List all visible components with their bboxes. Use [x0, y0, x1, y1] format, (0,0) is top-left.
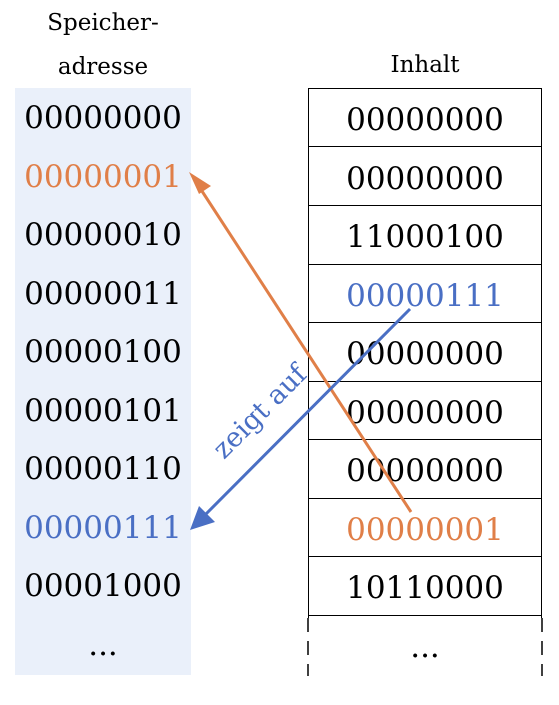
- content-cell: 11000100: [346, 219, 504, 255]
- address-cell: 00001000: [24, 568, 182, 604]
- row-divider: [308, 322, 542, 323]
- address-header-line1: Speicher-: [47, 10, 159, 36]
- content-cell: 00000000: [346, 161, 504, 197]
- address-header-line2: adresse: [57, 54, 149, 80]
- address-cell: 00000000: [24, 100, 182, 136]
- content-cell: 00000000: [346, 395, 504, 431]
- content-cell: 00000000: [346, 453, 504, 489]
- row-divider: [308, 556, 542, 557]
- blue-arrow: [200, 307, 412, 520]
- orange-arrow: [196, 184, 413, 513]
- content-cell: 00000000: [346, 336, 504, 372]
- address-column: [15, 88, 191, 675]
- address-cell-highlight-blue: 00000111: [24, 510, 182, 546]
- content-cell-highlight-blue: 00000111: [346, 278, 504, 314]
- row-divider: [308, 264, 542, 265]
- arrow-label: zeigt auf: [207, 358, 315, 466]
- content-header: Inhalt: [390, 52, 460, 78]
- row-divider: [308, 205, 542, 206]
- row-divider: [308, 615, 542, 616]
- address-cell: 00000110: [24, 451, 182, 487]
- blue-arrowhead: [190, 506, 215, 530]
- content-cell: 10110000: [346, 570, 504, 606]
- address-cell-highlight-orange: 00000001: [24, 159, 182, 195]
- row-divider: [308, 439, 542, 440]
- content-ellipsis: ...: [410, 629, 440, 665]
- address-cell: 00000010: [24, 217, 182, 253]
- address-ellipsis: ...: [88, 627, 118, 663]
- address-cell: 00000101: [24, 393, 182, 429]
- address-cell: 00000100: [24, 334, 182, 370]
- row-divider: [308, 381, 542, 382]
- address-cell: 00000011: [24, 276, 182, 312]
- row-divider: [308, 498, 542, 499]
- row-divider: [308, 146, 542, 147]
- content-cell: 00000000: [346, 102, 504, 138]
- orange-arrowhead: [189, 172, 211, 194]
- content-cell-highlight-orange: 00000001: [346, 512, 504, 548]
